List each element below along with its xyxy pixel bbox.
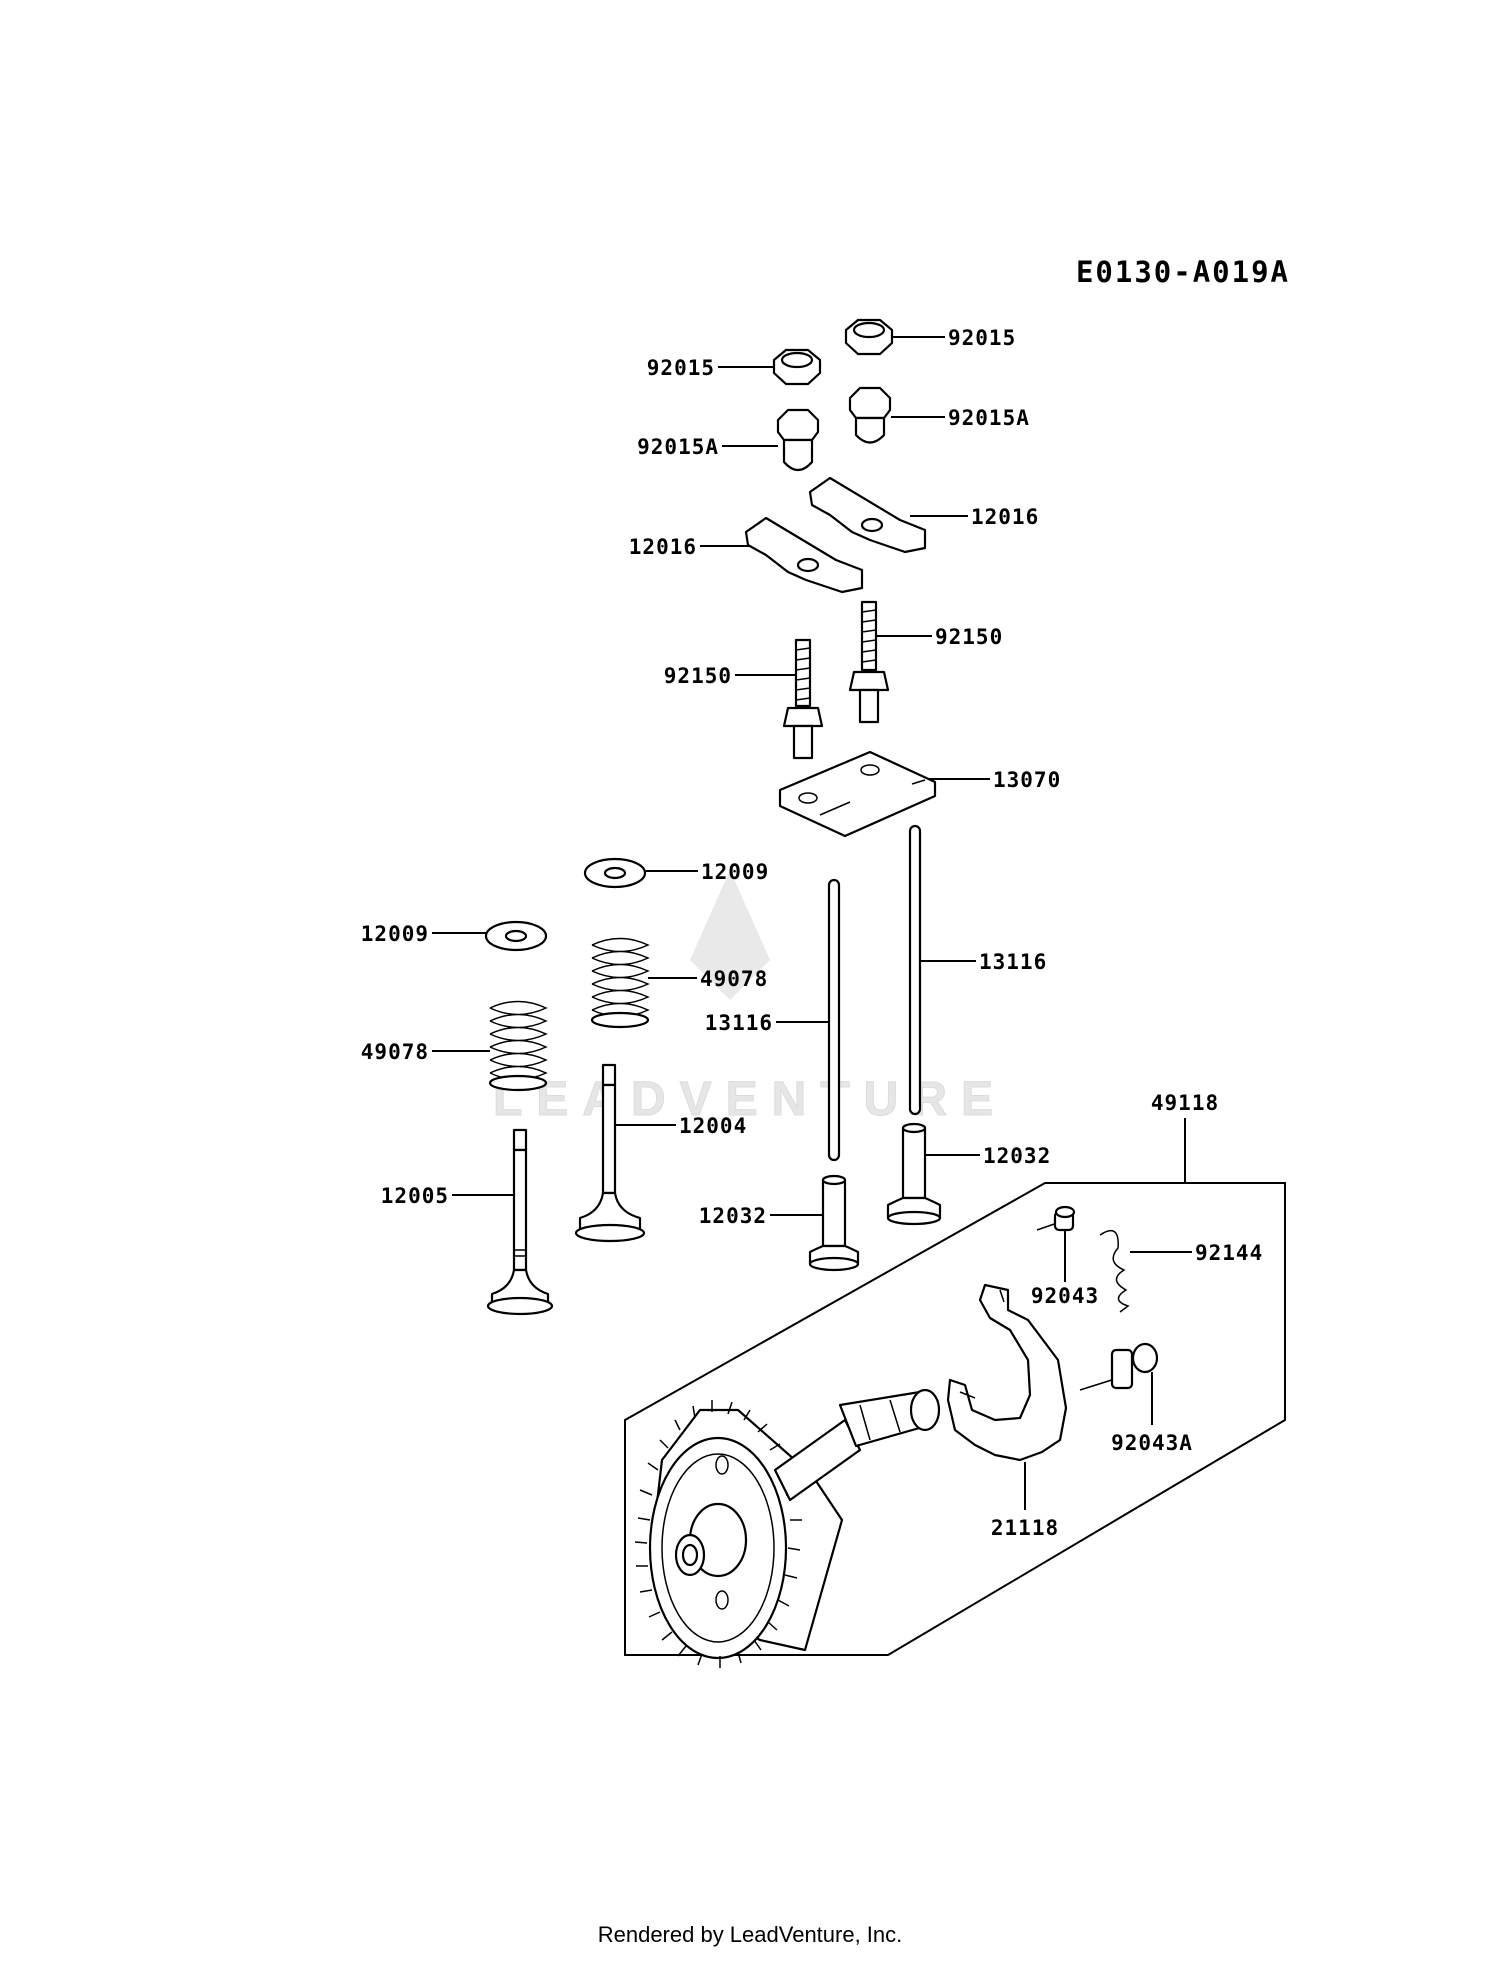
callout-valve-exhaust[interactable]: 12004	[679, 1114, 747, 1138]
pin-a-part[interactable]	[1079, 1342, 1159, 1391]
callout-guide-plate[interactable]: 13070	[993, 768, 1061, 792]
callout-cap-left[interactable]: 92015A	[637, 435, 719, 459]
watermark-text: LEADVENTURE	[493, 1073, 1007, 1126]
callout-rocker-right[interactable]: 12016	[971, 505, 1039, 529]
rocker-left-part[interactable]	[744, 516, 864, 594]
valve-intake-part[interactable]	[486, 1128, 554, 1316]
spring-small-part[interactable]	[1099, 1229, 1130, 1313]
footer-credit: Rendered by LeadVenture, Inc.	[598, 1922, 903, 1947]
callouts: 92015 92015 92015A 92015A 12016 12016 92…	[361, 326, 1263, 1540]
callout-retainer-lower[interactable]: 12009	[361, 922, 429, 946]
callout-stud-right[interactable]: 92150	[935, 625, 1003, 649]
callout-pushrod-right[interactable]: 13116	[979, 950, 1047, 974]
spring-upper-part[interactable]	[590, 937, 650, 1029]
nut-left-part[interactable]	[772, 348, 822, 386]
callout-stud-left[interactable]: 92150	[664, 664, 732, 688]
pin-part[interactable]	[1036, 1205, 1076, 1232]
callout-nut-right[interactable]: 92015	[948, 326, 1016, 350]
callout-pushrod-left[interactable]: 13116	[705, 1011, 773, 1035]
diagram-reference-code: E0130-A019A	[1076, 255, 1290, 289]
valve-exhaust-part[interactable]	[574, 1063, 646, 1243]
pushrod-right-part[interactable]	[908, 824, 922, 1116]
tappet-left-part[interactable]	[808, 1174, 860, 1272]
callout-retainer-upper[interactable]: 12009	[701, 860, 769, 884]
camshaft-assembly-outline	[624, 1182, 1286, 1656]
callout-valve-intake[interactable]: 12005	[381, 1184, 449, 1208]
callout-weight[interactable]: 21118	[991, 1516, 1059, 1540]
callout-tappet-right[interactable]: 12032	[983, 1144, 1051, 1168]
callout-spring-upper[interactable]: 49078	[700, 967, 768, 991]
callout-spring-lower[interactable]: 49078	[361, 1040, 429, 1064]
callout-pin-a[interactable]: 92043A	[1111, 1431, 1193, 1455]
retainer-upper-part[interactable]	[583, 857, 647, 889]
callout-nut-left[interactable]: 92015	[647, 356, 715, 380]
callout-camshaft-assembly[interactable]: 49118	[1151, 1091, 1219, 1115]
stud-left-part[interactable]	[782, 638, 824, 760]
callout-cap-right[interactable]: 92015A	[948, 406, 1030, 430]
cap-left-part[interactable]	[776, 408, 820, 472]
spring-lower-part[interactable]	[488, 1000, 548, 1092]
camshaft-gear-part[interactable]	[634, 1400, 844, 1668]
retainer-lower-part[interactable]	[484, 920, 548, 952]
guide-plate-part[interactable]	[778, 750, 937, 838]
pushrod-left-part[interactable]	[827, 878, 841, 1162]
rocker-right-part[interactable]	[808, 476, 927, 554]
callout-rocker-left[interactable]: 12016	[629, 535, 697, 559]
callout-tappet-left[interactable]: 12032	[699, 1204, 767, 1228]
tappet-right-part[interactable]	[886, 1122, 942, 1226]
weight-part[interactable]	[946, 1283, 1068, 1462]
nut-right-part[interactable]	[844, 318, 894, 356]
cap-right-part[interactable]	[848, 386, 892, 444]
callout-spring-small[interactable]: 92144	[1195, 1241, 1263, 1265]
stud-right-part[interactable]	[848, 600, 890, 724]
watermark: LEADVENTURE	[492, 870, 1007, 1127]
callout-pin[interactable]: 92043	[1031, 1284, 1099, 1308]
camshaft-lobe-part[interactable]	[773, 1388, 941, 1502]
